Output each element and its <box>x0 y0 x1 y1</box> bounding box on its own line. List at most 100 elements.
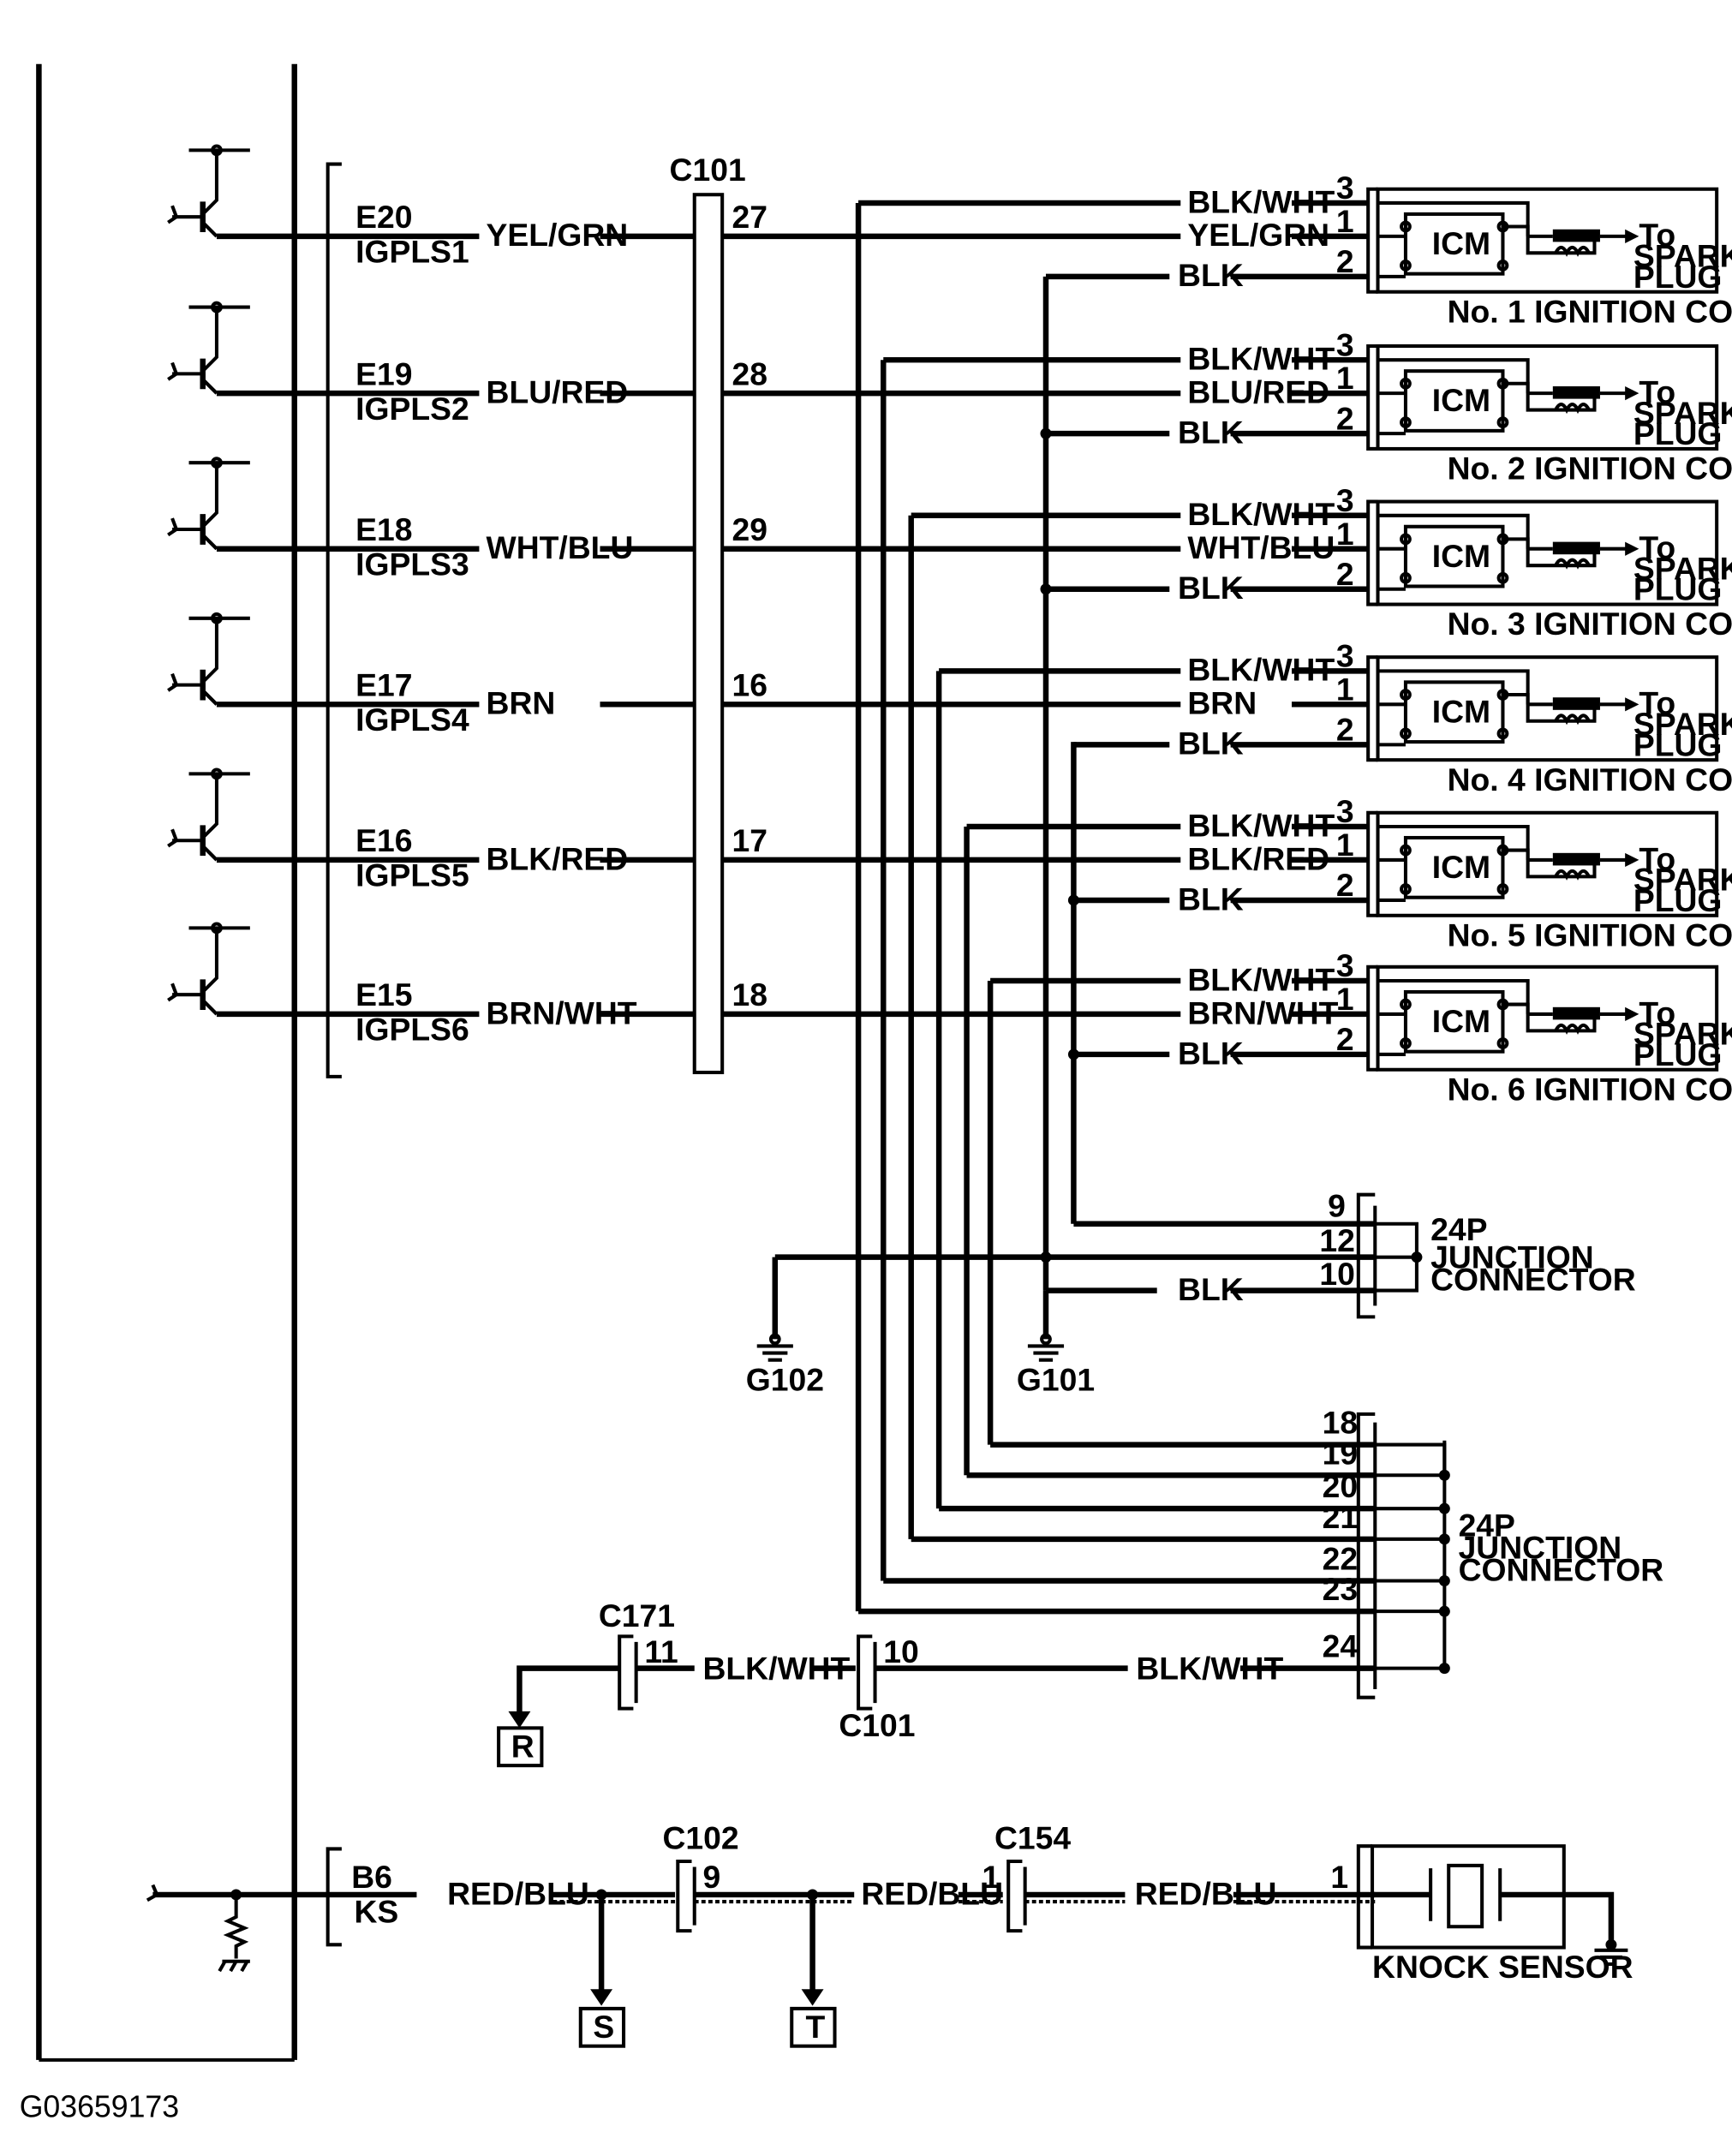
junction-b-label-2: JUNCTION <box>1459 1530 1622 1566</box>
junction-a-label-1: 24P <box>1430 1211 1487 1247</box>
icm-terminal <box>1400 727 1412 740</box>
icm-module <box>1403 989 1505 1054</box>
transistor-collector <box>201 150 218 216</box>
coil-housing <box>1376 499 1719 606</box>
coil-primary <box>1502 692 1597 723</box>
icm-terminal <box>1400 998 1412 1011</box>
junction-a-label-2: JUNCTION <box>1430 1239 1594 1275</box>
coil-pin-1: 1 <box>1336 360 1354 396</box>
ref-s-label: S <box>593 2009 614 2045</box>
icm-terminal <box>1496 571 1509 584</box>
transistor-emitter <box>201 689 218 706</box>
icm-terminal <box>1496 883 1509 895</box>
icm-terminal <box>1400 883 1412 895</box>
icm-label: ICM <box>1432 382 1490 418</box>
ecm-signal-label: IGPLS5 <box>355 857 469 893</box>
icm-terminal <box>1400 220 1412 233</box>
coil-pin-2: 2 <box>1336 867 1354 903</box>
icm-terminal <box>1496 416 1509 429</box>
icm-module <box>1403 524 1505 588</box>
junction-a-pin-12: 12 <box>1319 1222 1354 1258</box>
c102-label: C102 <box>662 1819 738 1855</box>
ecm-wire-color: BRN <box>487 685 556 721</box>
junction-a-label-3: CONNECTOR <box>1430 1262 1636 1298</box>
knock-sensor-label: KNOCK SENSOR <box>1372 1949 1633 1985</box>
ref-r-box[interactable] <box>497 1726 544 1768</box>
ecm-pin-label: E17 <box>355 667 412 703</box>
ecm-signal-label: IGPLS2 <box>355 391 469 427</box>
coil-connector-bracket <box>1366 343 1378 451</box>
spark-label: SPARK <box>1633 1016 1732 1052</box>
coil-pin-1: 1 <box>1336 827 1354 863</box>
coil-connector-bracket <box>1366 810 1378 917</box>
to-label: To <box>1639 994 1675 1030</box>
spark-plug-cap <box>1552 852 1600 866</box>
ground-g102-label: G102 <box>746 1361 824 1397</box>
transistor-input-stub <box>167 828 179 848</box>
plug-label: PLUG <box>1633 1036 1723 1072</box>
coil-pin-2: 2 <box>1336 711 1354 747</box>
coil-winding <box>1554 403 1591 415</box>
c101-feed-label: C101 <box>839 1707 915 1743</box>
plug-label: PLUG <box>1633 726 1723 762</box>
coil-name: No. 5 IGNITION COIL <box>1448 917 1732 953</box>
transistor-input-stub <box>167 982 179 1002</box>
icm-label: ICM <box>1432 693 1490 729</box>
ground-g102: G102 <box>746 1257 824 1397</box>
junction-a-pin-9: 9 <box>1328 1188 1346 1224</box>
transistor-collector <box>201 618 218 684</box>
plug-label: PLUG <box>1633 259 1723 295</box>
coil-housing <box>1376 655 1719 762</box>
ecm-box <box>36 63 297 2062</box>
ref-t-box[interactable] <box>790 2006 837 2048</box>
transistor-emitter <box>201 221 218 238</box>
junction-b-bus <box>1375 1442 1447 1476</box>
ecm-pin-label: E16 <box>355 822 412 858</box>
coil-winding <box>1554 869 1591 881</box>
ref-r-label: R <box>511 1728 535 1764</box>
transistor-collector <box>201 928 218 994</box>
c101-feed-pin: 10 <box>883 1633 918 1669</box>
ecm-pin-label: E20 <box>355 199 412 235</box>
coil-primary <box>1502 224 1597 255</box>
ecm-signal-label: IGPLS1 <box>355 234 469 270</box>
spark-plug-cap <box>1552 229 1600 242</box>
icm-label: ICM <box>1432 849 1490 885</box>
coil-pin-3: 3 <box>1336 170 1354 206</box>
junction-b-splice <box>1438 1502 1450 1514</box>
to-label: To <box>1639 685 1675 721</box>
junction-b-pin: 23 <box>1323 1571 1358 1607</box>
icm-module <box>1403 835 1505 899</box>
coil-pin-2: 2 <box>1336 243 1354 279</box>
junction-connector-a: 9 12 10 BLK 24P JUNCTION CONNECTOR <box>774 1188 1636 1319</box>
icm-terminal <box>1400 844 1412 857</box>
coil-primary <box>1502 381 1597 412</box>
coil-name: No. 4 IGNITION COIL <box>1448 761 1732 797</box>
ref-s-box[interactable] <box>578 2006 626 2048</box>
icm-module <box>1403 680 1505 744</box>
spark-plug-cap <box>1552 385 1600 399</box>
coil-connector-bracket <box>1366 655 1378 762</box>
transistor-emitter <box>201 534 218 551</box>
transistor-input-stub <box>167 361 179 381</box>
to-label: To <box>1639 217 1675 253</box>
spark-label: SPARK <box>1633 395 1732 431</box>
spark-output-arrow <box>1625 541 1639 556</box>
junction-b-splice <box>1438 1605 1450 1617</box>
coil-housing <box>1376 187 1719 294</box>
junction-b-pin: 22 <box>1323 1541 1358 1577</box>
c102-pin: 9 <box>702 1859 720 1895</box>
to-label: To <box>1639 529 1675 565</box>
ecm-connector-bracket <box>325 162 342 1078</box>
transistor-collector <box>201 307 218 373</box>
coil-housing <box>1376 810 1719 917</box>
icm-terminal <box>1400 571 1412 584</box>
coil-name: No. 2 IGNITION COIL <box>1448 451 1732 487</box>
c154-pin: 1 <box>982 1859 1000 1895</box>
coil-connector-bracket <box>1366 965 1378 1072</box>
